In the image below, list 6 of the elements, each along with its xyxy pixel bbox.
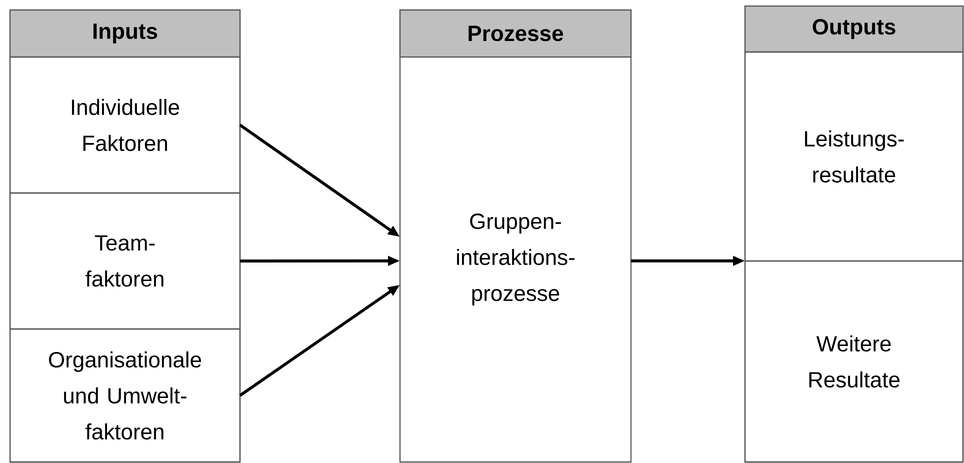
column-box: Prozesse Gruppen- interaktions- prozesse [399, 9, 632, 463]
factor-box: Leistungs- resultate [744, 51, 964, 262]
factor-box: Organisationale und Umwelt- faktoren [9, 328, 241, 463]
factor-box: Weitere Resultate [744, 260, 964, 463]
factor-box: Team- faktoren [9, 192, 241, 330]
factor-box: Individuelle Faktoren [9, 56, 241, 194]
